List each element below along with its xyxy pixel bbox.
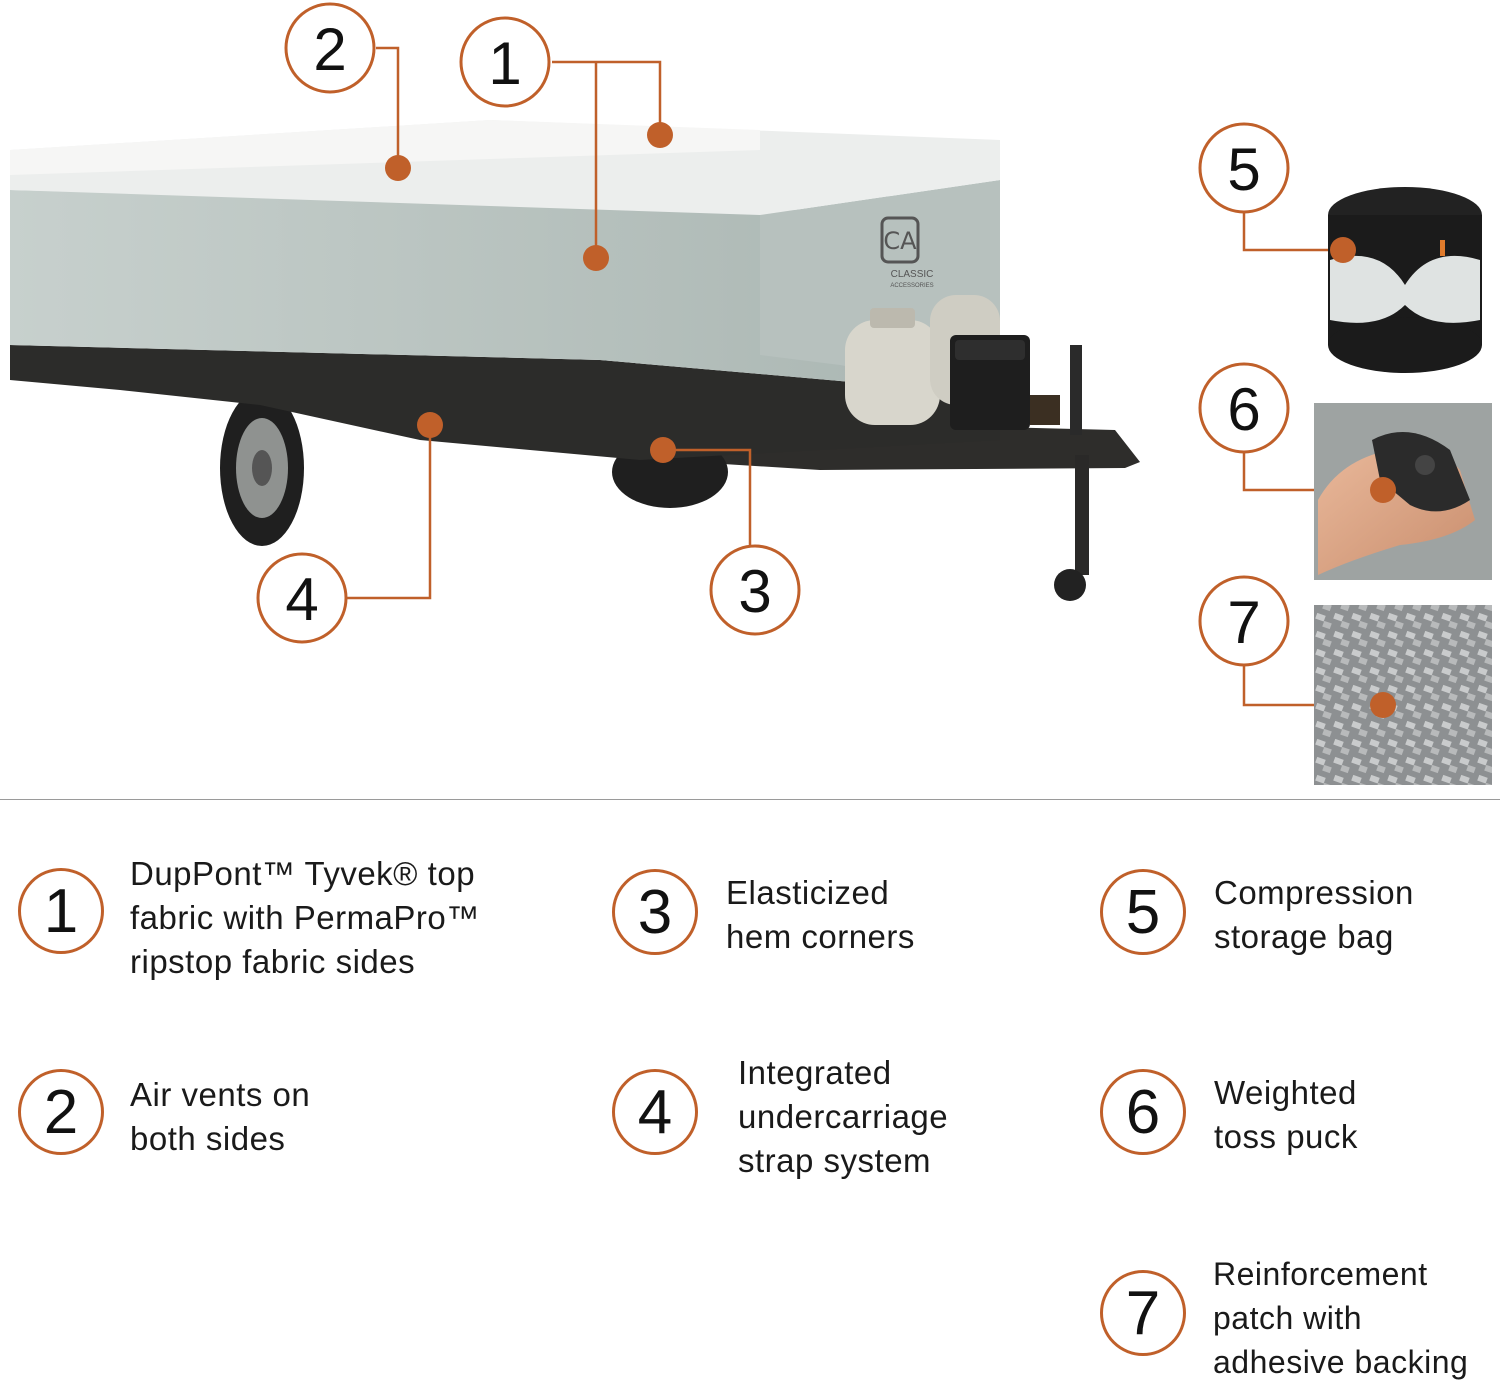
feature-number-badge: 5: [1100, 869, 1186, 955]
reinforcement-patch-image: [1314, 605, 1492, 785]
callout-badge-4: 4: [256, 552, 348, 644]
toss-puck-image: [1314, 403, 1492, 580]
svg-text:6: 6: [1227, 376, 1260, 443]
feature-description: Air vents on both sides: [130, 1076, 311, 1157]
callout-badge-6: 6: [1198, 362, 1290, 454]
feature-number-badge: 6: [1100, 1069, 1186, 1155]
svg-text:1: 1: [488, 30, 521, 97]
feature-number-badge: 1: [18, 868, 104, 954]
feature-description: DupPont™ Tyvek® top fabric with PermaPro…: [130, 855, 480, 980]
feature-number-badge: 3: [612, 869, 698, 955]
feature-description: Integrated undercarriage strap system: [738, 1054, 949, 1179]
feature-description: Elasticized hem corners: [726, 874, 915, 955]
svg-text:3: 3: [738, 558, 771, 625]
svg-text:CA: CA: [883, 227, 917, 255]
feature-number-badge: 4: [612, 1069, 698, 1155]
section-divider: [0, 799, 1500, 800]
product-illustration: CA CLASSIC ACCESSORIES 2: [10, 2, 1492, 785]
feature-number-badge: 7: [1100, 1270, 1186, 1356]
svg-text:4: 4: [285, 566, 318, 633]
svg-text:5: 5: [1227, 136, 1260, 203]
callout-badge-3: 3: [709, 544, 801, 636]
storage-bag-image: [1328, 187, 1482, 373]
svg-text:CLASSIC: CLASSIC: [891, 269, 934, 280]
feature-description: Compression storage bag: [1214, 874, 1414, 955]
brand-logo: CA CLASSIC ACCESSORIES: [880, 216, 934, 289]
callout-badge-7: 7: [1198, 575, 1290, 667]
svg-text:7: 7: [1227, 589, 1260, 656]
svg-text:ACCESSORIES: ACCESSORIES: [890, 283, 933, 289]
callout-badge-2: 2: [284, 2, 376, 94]
svg-text:2: 2: [313, 16, 346, 83]
callout-badge-5: 5: [1198, 122, 1290, 214]
feature-number-badge: 2: [18, 1069, 104, 1155]
trailer-graphic: CA CLASSIC ACCESSORIES: [10, 120, 1140, 601]
callout-badge-1: 1: [459, 16, 551, 108]
feature-description: Reinforcement patch with adhesive backin…: [1213, 1256, 1469, 1380]
feature-description: Weighted toss puck: [1214, 1074, 1358, 1155]
